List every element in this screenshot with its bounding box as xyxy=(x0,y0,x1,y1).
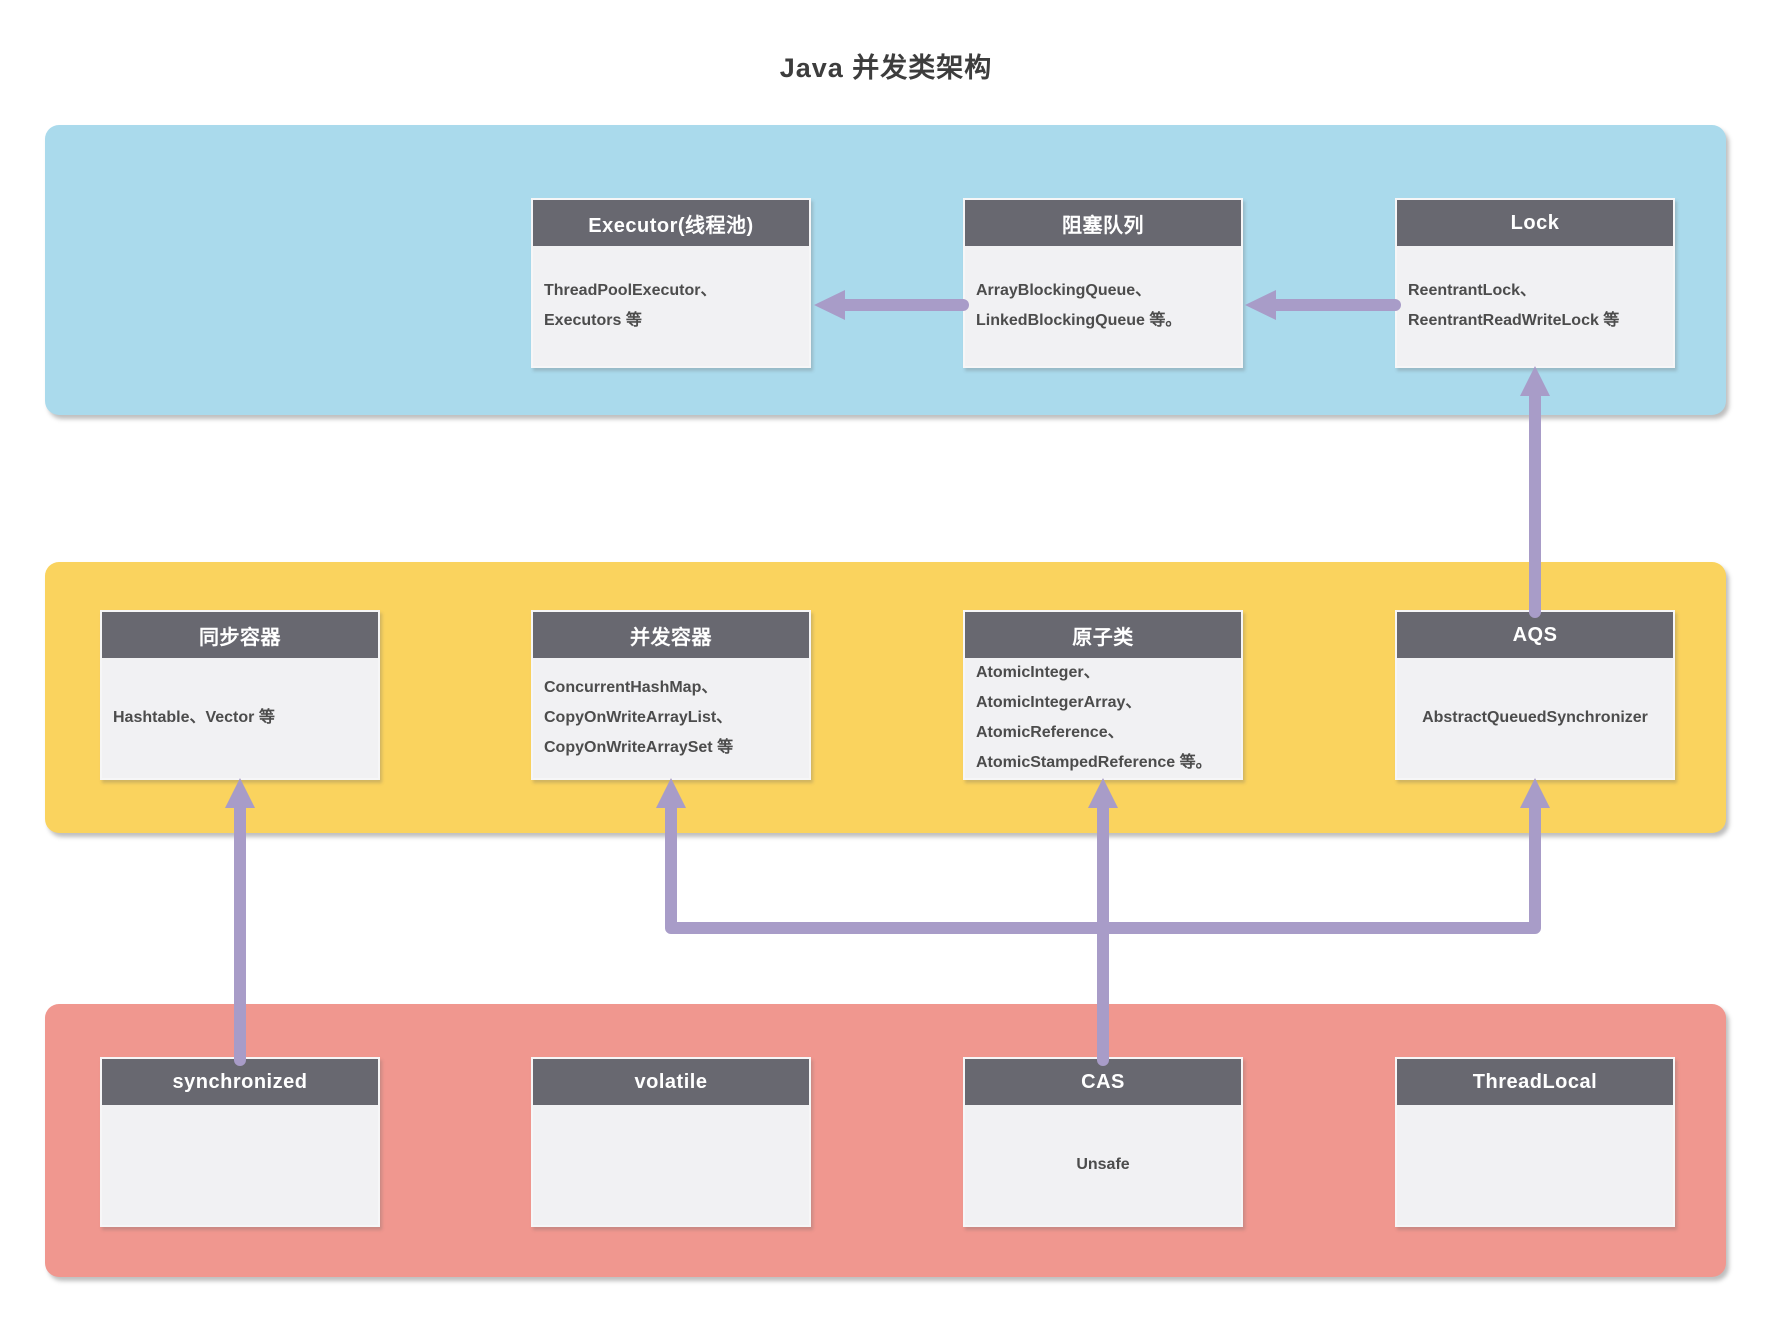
card-atomic-title: 原子类 xyxy=(965,612,1241,658)
card-volatile-title: volatile xyxy=(533,1059,809,1105)
card-atomic-body: AtomicInteger、 AtomicIntegerArray、 Atomi… xyxy=(965,658,1241,778)
card-sync-container-body: Hashtable、Vector 等 xyxy=(102,658,378,778)
card-aqs-body: AbstractQueuedSynchronizer xyxy=(1397,658,1673,778)
card-blocking-queue: 阻塞队列 ArrayBlockingQueue、 LinkedBlockingQ… xyxy=(963,198,1243,368)
card-synchronized-body xyxy=(102,1105,378,1225)
card-lock-body: ReentrantLock、 ReentrantReadWriteLock 等 xyxy=(1397,246,1673,366)
card-cas-body: Unsafe xyxy=(965,1105,1241,1225)
card-threadlocal: ThreadLocal xyxy=(1395,1057,1675,1227)
card-sync-container-title: 同步容器 xyxy=(102,612,378,658)
card-volatile: volatile xyxy=(531,1057,811,1227)
card-concurrent-container: 并发容器 ConcurrentHashMap、 CopyOnWriteArray… xyxy=(531,610,811,780)
card-lock: Lock ReentrantLock、 ReentrantReadWriteLo… xyxy=(1395,198,1675,368)
card-executor-body: ThreadPoolExecutor、 Executors 等 xyxy=(533,246,809,366)
diagram-title: Java 并发类架构 xyxy=(779,53,993,83)
card-blocking-queue-body: ArrayBlockingQueue、 LinkedBlockingQueue … xyxy=(965,246,1241,366)
card-concurrent-container-body: ConcurrentHashMap、 CopyOnWriteArrayList、… xyxy=(533,658,809,778)
card-synchronized-title: synchronized xyxy=(102,1059,378,1105)
card-aqs: AQS AbstractQueuedSynchronizer xyxy=(1395,610,1675,780)
card-executor-title: Executor(线程池) xyxy=(533,200,809,246)
card-threadlocal-title: ThreadLocal xyxy=(1397,1059,1673,1105)
card-concurrent-container-title: 并发容器 xyxy=(533,612,809,658)
card-synchronized: synchronized xyxy=(100,1057,380,1227)
card-aqs-title: AQS xyxy=(1397,612,1673,658)
card-volatile-body xyxy=(533,1105,809,1225)
card-executor: Executor(线程池) ThreadPoolExecutor、 Execut… xyxy=(531,198,811,368)
card-cas: CAS Unsafe xyxy=(963,1057,1243,1227)
card-blocking-queue-title: 阻塞队列 xyxy=(965,200,1241,246)
card-atomic: 原子类 AtomicInteger、 AtomicIntegerArray、 A… xyxy=(963,610,1243,780)
card-sync-container: 同步容器 Hashtable、Vector 等 xyxy=(100,610,380,780)
card-lock-title: Lock xyxy=(1397,200,1673,246)
card-threadlocal-body xyxy=(1397,1105,1673,1225)
card-cas-title: CAS xyxy=(965,1059,1241,1105)
